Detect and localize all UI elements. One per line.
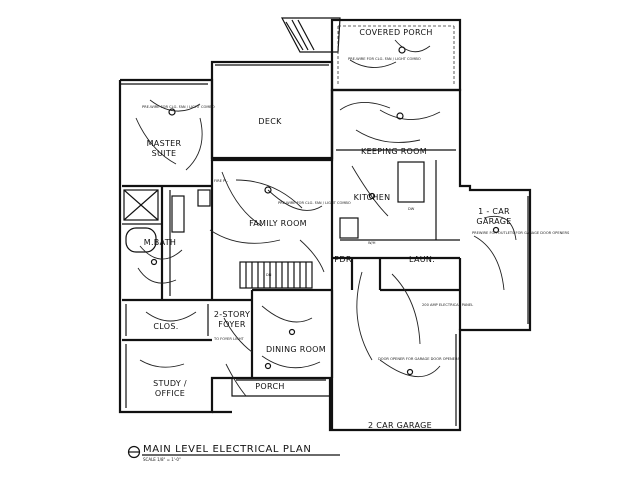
- room-laundry: LAUN.: [409, 255, 435, 264]
- note-foyer-light: TO FOYER LIGHT: [213, 337, 245, 341]
- room-one-car-garage-line1: 1 - CAR: [478, 207, 510, 216]
- note-fireplace: FIRE PL.: [214, 179, 228, 183]
- room-master-suite-line2: SUITE: [152, 149, 177, 158]
- room-keeping-room: KEEPING ROOM: [361, 147, 427, 156]
- house-walls: [118, 78, 532, 432]
- room-closet: CLOS.: [153, 322, 178, 331]
- room-dining-room: DINING ROOM: [266, 345, 326, 354]
- note-water-heater: W/H: [368, 241, 376, 245]
- note-family-fan: PRE-WIRE FOR CLG. FAN / LIGHT COMBO: [278, 201, 351, 205]
- room-study-line2: OFFICE: [155, 389, 185, 398]
- light-fixtures: [150, 46, 500, 376]
- wiring: [135, 39, 517, 397]
- plan-scale: SCALE 1/8" = 1'-0": [143, 457, 181, 462]
- note-electrical-panel: 200 AMP ELECTRICAL PANEL: [422, 303, 473, 307]
- note-master-fan: PRE-WIRE FOR CLG. FAN / LIGHT COMBO: [142, 105, 215, 109]
- room-covered-porch: COVERED PORCH: [359, 28, 432, 37]
- room-deck: DECK: [258, 117, 282, 126]
- note-garage-door-opener: DOOR OPENER FOR GARAGE DOOR OPENERS: [378, 357, 460, 361]
- note-covered-porch-fan: PRE-WIRE FOR CLG. FAN / LIGHT COMBO: [348, 57, 421, 61]
- room-family-room: FAMILY ROOM: [249, 219, 307, 228]
- room-kitchen: KITCHEN: [354, 193, 391, 202]
- room-porch: PORCH: [255, 382, 284, 391]
- room-master-bath: M.BATH: [144, 238, 177, 247]
- room-study-line1: STUDY /: [153, 379, 187, 388]
- note-garage-opener-outlets: PREWIRE FOR OUTLETS FOR GARAGE DOOR OPEN…: [472, 231, 570, 235]
- room-one-car-garage-line2: GARAGE: [476, 217, 511, 226]
- room-master-suite-line1: MASTER: [147, 139, 182, 148]
- plan-title: MAIN LEVEL ELECTRICAL PLAN: [143, 444, 311, 455]
- room-foyer-line1: 2-STORY: [214, 310, 250, 319]
- title-block: MAIN LEVEL ELECTRICAL PLAN SCALE 1/8" = …: [127, 444, 340, 462]
- room-two-car-garage: 2 CAR GARAGE: [368, 421, 432, 430]
- note-dishwasher: DW: [408, 207, 415, 211]
- deck-outline: [210, 60, 334, 160]
- room-foyer-line2: FOYER: [218, 320, 246, 329]
- note-stair-down: DN: [266, 273, 272, 277]
- room-powder: PDR: [334, 255, 352, 264]
